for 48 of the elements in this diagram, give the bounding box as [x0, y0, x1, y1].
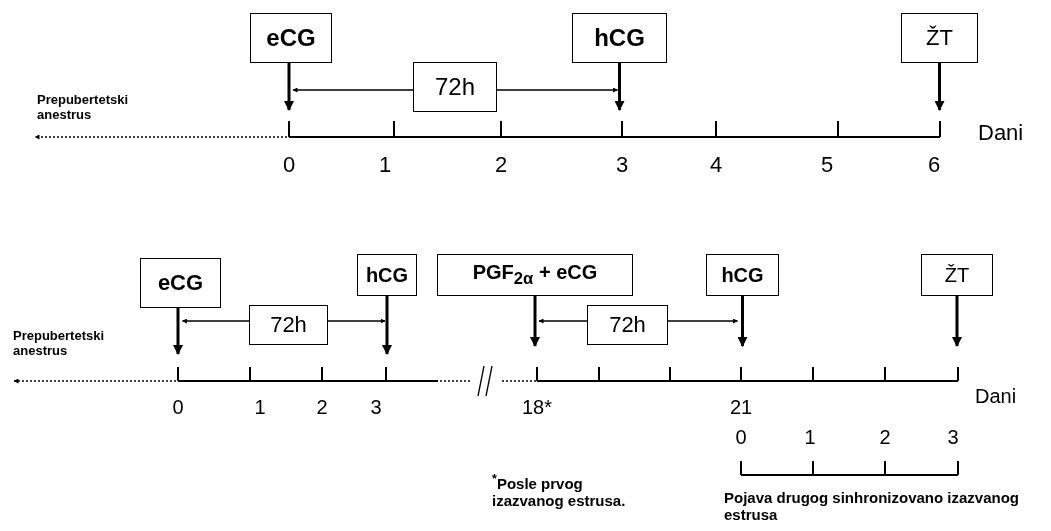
arrow [496, 87, 619, 93]
scale-caption: Pojava drugog sinhronizovano izazvanog estrusa [724, 489, 1021, 524]
treatment-box: hCG [357, 254, 417, 296]
interval-box: 72h [587, 305, 668, 345]
tick-label: 0 [172, 396, 184, 419]
arrow [530, 296, 540, 347]
arrow [382, 296, 392, 355]
arrow [173, 308, 183, 355]
arrow [292, 87, 414, 93]
tick-label: 3 [947, 426, 959, 449]
arrow [934, 63, 945, 111]
interval-box: 72h [413, 62, 497, 112]
tick-label: 1 [254, 396, 266, 419]
tick-label: 1 [804, 426, 816, 449]
tick-label: 2 [879, 426, 891, 449]
tick-label: 21 [729, 396, 753, 419]
tick-label: 18* [522, 396, 552, 419]
treatment-box: eCG [250, 13, 332, 63]
tick-label: 3 [615, 152, 629, 178]
tick-label: 4 [709, 152, 723, 178]
arrow [181, 318, 250, 324]
phase-label: Prepubertetski anestrus [37, 93, 130, 123]
treatment-box: hCG [572, 13, 667, 63]
tick-label: 0 [282, 152, 296, 178]
tick-label: 2 [494, 152, 508, 178]
tick-label: 6 [927, 152, 941, 178]
tick-label: 1 [378, 152, 392, 178]
arrow [737, 296, 748, 347]
arrow [538, 318, 588, 324]
treatment-box: eCG [140, 258, 221, 308]
tick-label: 5 [820, 152, 834, 178]
tick-label: 3 [370, 396, 382, 419]
tick-label: 2 [316, 396, 328, 419]
arrow [614, 63, 625, 111]
treatment-box: ŽT [921, 254, 993, 296]
arrow [667, 318, 739, 324]
arrow [952, 296, 962, 347]
treatment-box: hCG [706, 254, 779, 296]
phase-label: Prepubertetski anestrus [13, 329, 106, 359]
interval-box: 72h [249, 305, 328, 345]
treatment-box: PGF$_{2α}$ + eCG [437, 254, 633, 296]
arrow [284, 63, 294, 111]
footnote: $^{*}$Posle prvog izazvanog estrusa. [492, 472, 627, 510]
axis-title: Dani [978, 120, 1024, 146]
treatment-box: ŽT [901, 13, 978, 63]
axis-title: Dani [975, 385, 1017, 408]
tick-label: 0 [735, 426, 747, 449]
arrow [327, 318, 386, 324]
